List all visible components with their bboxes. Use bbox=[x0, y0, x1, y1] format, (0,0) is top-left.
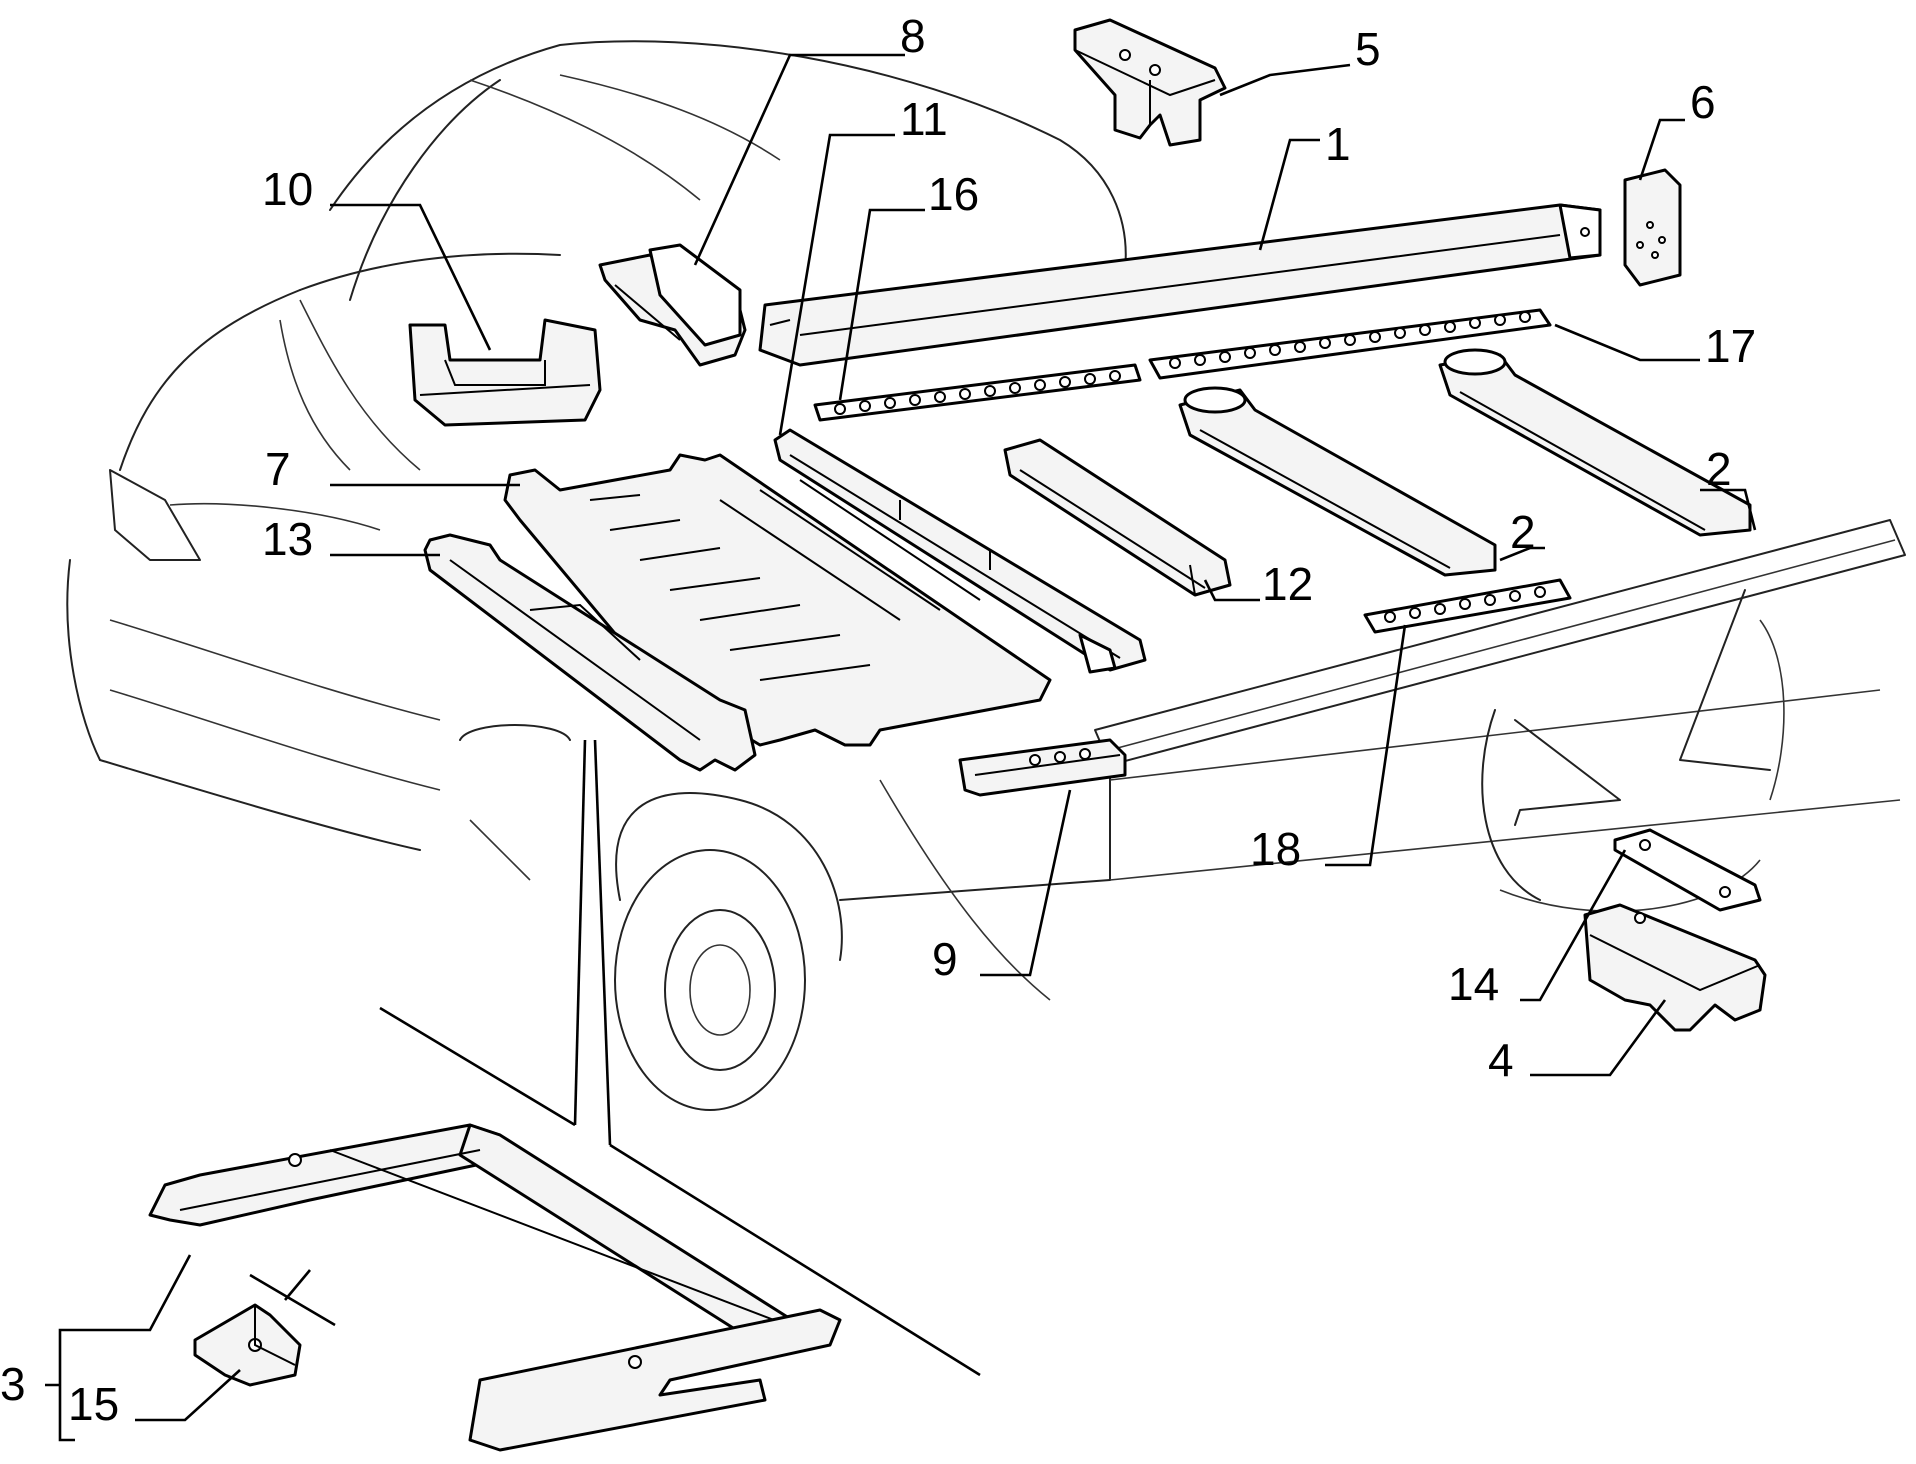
callout-9: 9 bbox=[932, 933, 958, 985]
part-6-plate bbox=[1623, 168, 1682, 287]
part-17-perforated-strip bbox=[1148, 308, 1552, 380]
vehicle-outline bbox=[66, 40, 1906, 1111]
part-9-bracket bbox=[958, 738, 1127, 797]
callout-5: 5 bbox=[1355, 23, 1381, 75]
callout-4: 4 bbox=[1488, 1034, 1514, 1086]
leader-9 bbox=[980, 789, 1072, 977]
callout-6: 6 bbox=[1690, 76, 1716, 128]
plate-18-holes bbox=[1384, 586, 1546, 623]
part-5-bracket bbox=[1073, 18, 1227, 147]
callout-8: 8 bbox=[900, 10, 926, 62]
part-16-perforated-strip bbox=[813, 363, 1142, 422]
leader-15 bbox=[135, 1369, 241, 1422]
leader-18 bbox=[1325, 624, 1407, 867]
part-12-channel bbox=[1003, 438, 1232, 597]
part-3-crossmember-assembly bbox=[148, 1123, 842, 1452]
callout-11: 11 bbox=[900, 93, 948, 145]
part-13-crossmember bbox=[423, 533, 757, 772]
part-4-bracket bbox=[1583, 903, 1767, 1032]
part-8-bracket bbox=[598, 243, 747, 367]
leader-8 bbox=[693, 53, 905, 266]
callout-2a: 2 bbox=[1706, 443, 1732, 495]
part-7-floor-panel bbox=[503, 453, 1052, 747]
callout-2b: 2 bbox=[1510, 506, 1536, 558]
leader-3 bbox=[45, 1254, 192, 1442]
leader-1 bbox=[1258, 138, 1320, 251]
callout-7: 7 bbox=[265, 443, 291, 495]
leader-2a bbox=[1700, 488, 1757, 531]
callout-16: 16 bbox=[928, 168, 979, 220]
callout-10: 10 bbox=[262, 163, 313, 215]
leader-10 bbox=[330, 203, 492, 351]
leader-5 bbox=[1219, 63, 1351, 97]
callout-15: 15 bbox=[68, 1378, 119, 1430]
strip-16-holes bbox=[834, 370, 1121, 415]
callout-3: 3 bbox=[0, 1358, 26, 1410]
callout-13: 13 bbox=[262, 513, 313, 565]
part-2-crossmember-right bbox=[1438, 348, 1752, 537]
leader-17 bbox=[1554, 323, 1700, 362]
leader-2b bbox=[1499, 546, 1545, 562]
part-15-gusset bbox=[193, 1303, 302, 1387]
leader-4 bbox=[1530, 999, 1667, 1077]
leader-11 bbox=[778, 133, 895, 436]
leader-12 bbox=[1203, 579, 1260, 602]
part-10-u-bracket bbox=[408, 318, 602, 427]
callout-14: 14 bbox=[1448, 958, 1499, 1010]
leader-14 bbox=[1520, 849, 1627, 1002]
part-14-plate bbox=[1613, 828, 1762, 912]
callout-17: 17 bbox=[1705, 320, 1756, 372]
part-18-perforated-plate bbox=[1363, 578, 1572, 634]
leader-lines bbox=[45, 53, 1757, 1442]
detail-indicator-lines bbox=[249, 739, 981, 1377]
callout-18: 18 bbox=[1250, 823, 1301, 875]
leader-6 bbox=[1638, 118, 1685, 181]
callout-labels: 1 2 2 3 4 5 6 7 8 9 10 11 12 13 14 15 16… bbox=[0, 10, 1756, 1430]
part-1-side-member bbox=[758, 203, 1602, 367]
part-11-channel bbox=[773, 428, 1147, 674]
leader-16 bbox=[838, 208, 925, 401]
callout-12: 12 bbox=[1262, 558, 1313, 610]
callout-1: 1 bbox=[1325, 118, 1351, 170]
strip-17-holes bbox=[1169, 311, 1531, 369]
floor-panel-ribs bbox=[589, 479, 981, 681]
part-2-crossmember-left bbox=[1178, 386, 1497, 577]
